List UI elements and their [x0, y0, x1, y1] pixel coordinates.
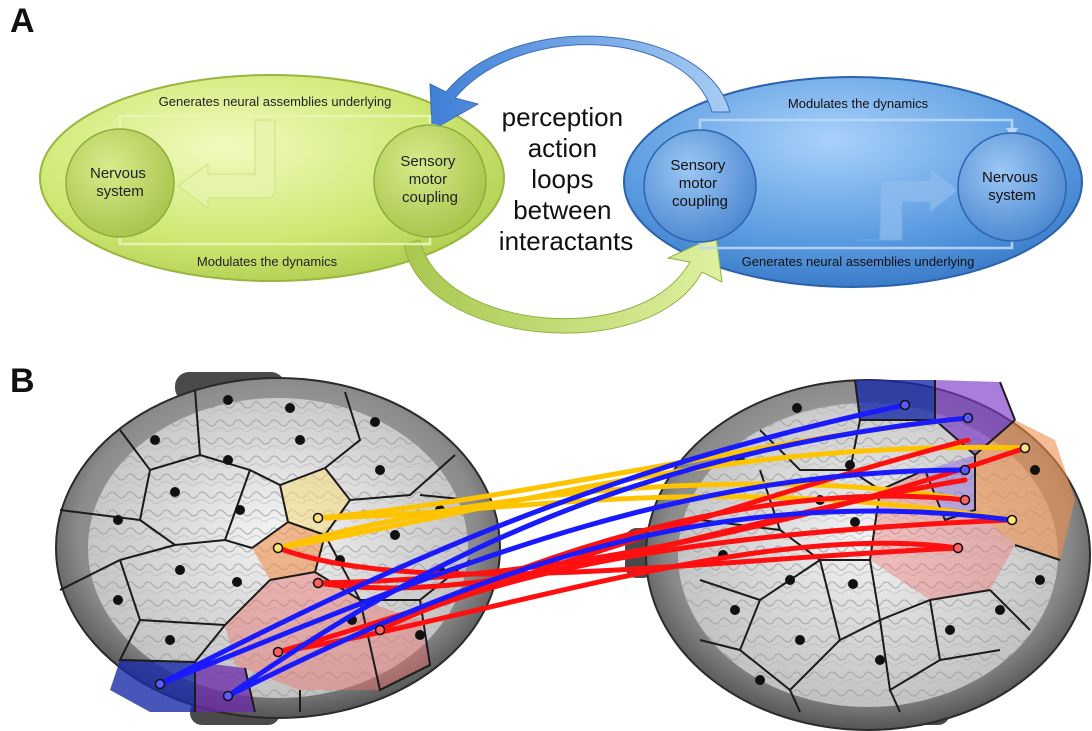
right-nervous-system-node [957, 132, 1067, 242]
red-link [275, 540, 961, 655]
inter-brain-links [157, 402, 1028, 699]
panel-b-diagram [55, 372, 1091, 731]
yellow-link [315, 494, 1015, 523]
right-coupling-label: Sensory motor coupling [670, 157, 729, 210]
right-top-arrow-text: Modulates the dynamics [788, 96, 929, 111]
red-link [377, 517, 1015, 633]
left-electrodes [113, 395, 445, 645]
left-top-arrow-text: Generates neural assemblies underlying [159, 94, 392, 109]
right-bottom-arrow-text: Generates neural assemblies underlying [742, 254, 975, 269]
panel-a-diagram: Generates neural assemblies underlying M… [39, 35, 1083, 334]
center-loop-text: perception action loops between interact… [499, 102, 633, 256]
panel-b-label: B [10, 362, 35, 400]
left-nervous-system-node [65, 128, 175, 238]
bottom-loop-arrow [403, 235, 723, 334]
red-link [275, 437, 971, 655]
red-link [275, 545, 961, 577]
red-link [315, 445, 1028, 586]
left-electrode-grid [59, 389, 471, 713]
right-feedback-arrow [858, 166, 959, 241]
left-feedback-arrow [177, 119, 276, 209]
blue-link [157, 467, 968, 687]
left-coupling-label: Sensory motor coupling [400, 153, 459, 206]
right-system-ellipse [623, 76, 1083, 288]
blue-link [225, 415, 971, 699]
left-purple-region [195, 662, 255, 712]
left-blue-region [110, 660, 195, 712]
link-endpoints [154, 399, 1031, 702]
right-nervous-system-label: Nervous system [982, 169, 1042, 204]
left-bottom-arrow-text: Modulates the dynamics [197, 254, 338, 269]
top-loop-arrow [429, 35, 731, 131]
blue-link [157, 402, 908, 687]
panel-a-label: A [10, 2, 35, 40]
left-nervous-system-label: Nervous system [90, 165, 150, 200]
blue-link [225, 508, 1015, 699]
left-coupling-node [373, 124, 487, 238]
right-red-region [870, 470, 1015, 600]
right-coupling-node [643, 129, 757, 243]
